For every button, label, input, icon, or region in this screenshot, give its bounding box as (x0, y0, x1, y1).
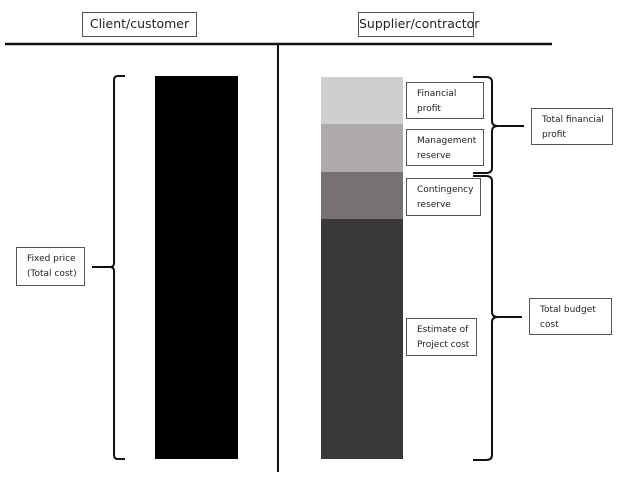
label-line2: cost (540, 320, 559, 330)
project-cost-estimate-label: Estimate of Project cost (406, 318, 477, 356)
fixed-price-label-line1: Fixed price (27, 254, 76, 264)
fixed-price-label-line2: (Total cost) (27, 269, 77, 279)
label-line2: reserve (417, 200, 451, 210)
fixed-price-brace (109, 75, 125, 460)
supplier-header: Supplier/contractor (358, 12, 479, 37)
contingency-reserve-label: Contingency reserve (406, 178, 481, 216)
label-line2: Project cost (417, 340, 470, 350)
segment-contingency-reserve (321, 172, 403, 219)
label-line2: reserve (417, 151, 451, 161)
fixed-price-label: Fixed price (Total cost) (16, 247, 85, 286)
financial-profit-label: Financial profit (406, 82, 484, 119)
label-line1: Total financial (542, 115, 604, 125)
client-header: Client/customer (82, 12, 197, 37)
label-line1: Financial (417, 89, 457, 99)
client-total-cost-bar (155, 76, 238, 459)
label-line2: profit (542, 130, 566, 140)
total-budget-cost-label: Total budget cost (529, 298, 612, 335)
label-line1: Management (417, 136, 477, 146)
segment-project-cost-estimate (321, 219, 403, 459)
label-line2: profit (417, 104, 441, 114)
label-line1: Total budget (540, 305, 596, 315)
management-reserve-label: Management reserve (406, 129, 484, 166)
total-financial-profit-label: Total financial profit (531, 108, 613, 145)
label-line1: Estimate of (417, 325, 469, 335)
segment-financial-profit (321, 77, 403, 124)
label-line1: Contingency (417, 185, 474, 195)
segment-management-reserve (321, 124, 403, 172)
